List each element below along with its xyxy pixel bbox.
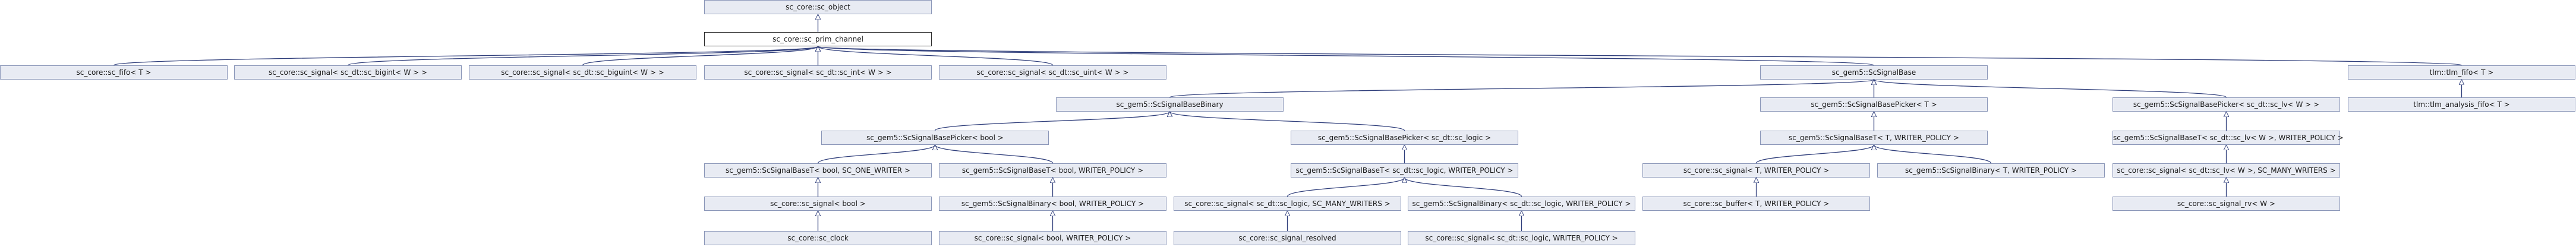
inherits-edge-n17-to-n13 (817, 144, 935, 164)
class-sc-signal-base-t-sc-lv[interactable]: sc_gem5::ScSignalBaseT< sc_dt::sc_lv< W … (2112, 131, 2344, 145)
inherits-edge-n18-to-n13 (935, 144, 1054, 164)
inherits-edge-n26-to-n19 (1405, 177, 1522, 197)
class-sc-clock[interactable]: sc_core::sc_clock (704, 231, 932, 245)
class-sc-signal-base-picker-bool[interactable]: sc_gem5::ScSignalBasePicker< bool > (821, 131, 1049, 145)
class-sc-signal-int[interactable]: sc_core::sc_signal< sc_dt::sc_int< W > > (704, 65, 932, 80)
inherits-edge-n03-to-n01 (347, 46, 818, 66)
class-sc-signal-base-picker-t[interactable]: sc_gem5::ScSignalBasePicker< T > (1760, 97, 1988, 112)
inherits-edge-n13-to-n09 (934, 111, 1170, 131)
inherits-edge-n14-to-n09 (1170, 111, 1405, 131)
class-sc-fifo[interactable]: sc_core::sc_fifo< T > (0, 65, 228, 80)
inherits-edge-n08-to-n01 (818, 46, 2463, 66)
inherits-edge-n20-to-n15 (1755, 144, 1874, 164)
inherits-edge-n09-to-n07 (1169, 79, 1874, 98)
class-sc-signal-binary-t[interactable]: sc_gem5::ScSignalBinary< T, WRITER_POLIC… (1877, 163, 2105, 178)
class-sc-prim-channel[interactable]: sc_core::sc_prim_channel (704, 32, 932, 46)
class-sc-signal-bigint[interactable]: sc_core::sc_signal< sc_dt::sc_bigint< W … (234, 65, 462, 80)
class-tlm-analysis-fifo[interactable]: tlm::tlm_analysis_fifo< T > (2348, 97, 2575, 112)
class-sc-signal-sc-logic-writer-policy[interactable]: sc_core::sc_signal< sc_dt::sc_logic, WRI… (1408, 231, 1635, 245)
class-sc-signal-base-t-t-writer-policy[interactable]: sc_gem5::ScSignalBaseT< T, WRITER_POLICY… (1760, 131, 1988, 145)
inherits-edge-n02-to-n01 (113, 46, 818, 66)
class-sc-signal-sc-lv-many-writers[interactable]: sc_core::sc_signal< sc_dt::sc_lv< W >, S… (2112, 163, 2340, 178)
class-sc-signal-rv[interactable]: sc_core::sc_signal_rv< W > (2112, 197, 2340, 211)
inherits-edge-n04-to-n01 (582, 46, 818, 66)
class-sc-signal-bool-writer-policy[interactable]: sc_core::sc_signal< bool, WRITER_POLICY … (939, 231, 1166, 245)
class-sc-signal-base[interactable]: sc_gem5::ScSignalBase (1760, 65, 1988, 80)
class-tlm-fifo[interactable]: tlm::tlm_fifo< T > (2348, 65, 2575, 80)
class-sc-signal-sc-logic-many-writers[interactable]: sc_core::sc_signal< sc_dt::sc_logic, SC_… (1174, 197, 1401, 211)
class-sc-signal-base-t-sc-logic[interactable]: sc_gem5::ScSignalBaseT< sc_dt::sc_logic,… (1291, 163, 1518, 178)
class-sc-signal-base-t-bool-sc-one-writer[interactable]: sc_gem5::ScSignalBaseT< bool, SC_ONE_WRI… (704, 163, 932, 178)
class-sc-buffer[interactable]: sc_core::sc_buffer< T, WRITER_POLICY > (1642, 197, 1870, 211)
class-sc-object[interactable]: sc_core::sc_object (704, 0, 932, 14)
class-sc-signal-base-picker-sc-lv[interactable]: sc_gem5::ScSignalBasePicker< sc_dt::sc_l… (2112, 97, 2340, 112)
inherits-edge-n07-to-n01 (818, 46, 1875, 66)
class-sc-signal-base-picker-sc-logic[interactable]: sc_gem5::ScSignalBasePicker< sc_dt::sc_l… (1291, 131, 1518, 145)
class-sc-signal-t-writer-policy[interactable]: sc_core::sc_signal< T, WRITER_POLICY > (1642, 163, 1870, 178)
inherits-edge-n11-to-n07 (1874, 79, 2227, 98)
class-sc-signal-base-binary[interactable]: sc_gem5::ScSignalBaseBinary (1056, 97, 1284, 112)
class-sc-signal-biguint[interactable]: sc_core::sc_signal< sc_dt::sc_biguint< W… (469, 65, 696, 80)
class-sc-signal-uint[interactable]: sc_core::sc_signal< sc_dt::sc_uint< W > … (939, 65, 1166, 80)
inherits-edge-n25-to-n19 (1287, 177, 1405, 197)
class-sc-signal-base-t-bool-writer-policy[interactable]: sc_gem5::ScSignalBaseT< bool, WRITER_POL… (939, 163, 1166, 178)
class-sc-signal-bool[interactable]: sc_core::sc_signal< bool > (704, 197, 932, 211)
inherits-edge-n06-to-n01 (818, 46, 1054, 66)
class-sc-signal-binary-bool[interactable]: sc_gem5::ScSignalBinary< bool, WRITER_PO… (939, 197, 1166, 211)
class-sc-signal-resolved[interactable]: sc_core::sc_signal_resolved (1174, 231, 1401, 245)
class-sc-signal-binary-sc-logic[interactable]: sc_gem5::ScSignalBinary< sc_dt::sc_logic… (1408, 197, 1635, 211)
inherits-edge-n21-to-n15 (1874, 144, 1992, 164)
